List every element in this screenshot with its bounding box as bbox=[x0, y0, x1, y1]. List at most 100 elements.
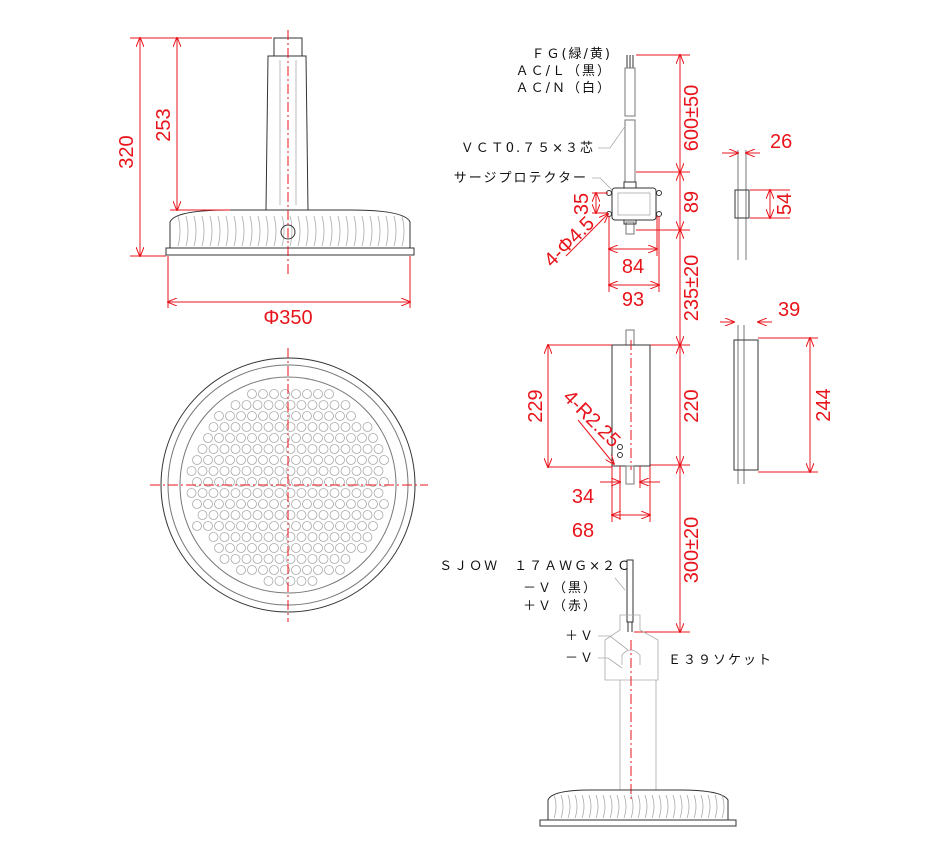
led-dot bbox=[285, 510, 296, 520]
led-dot bbox=[280, 411, 290, 421]
dim-253: 253 bbox=[153, 38, 230, 210]
heatsink-fin bbox=[177, 215, 181, 247]
led-dot bbox=[313, 411, 323, 421]
led-dot bbox=[203, 499, 213, 509]
led-dot bbox=[296, 444, 307, 454]
led-dot bbox=[318, 532, 329, 542]
led-dot bbox=[225, 521, 235, 531]
led-dot bbox=[280, 477, 290, 487]
led-dot bbox=[219, 488, 230, 498]
led-dot bbox=[335, 521, 345, 531]
dim-229-label: 229 bbox=[525, 389, 547, 422]
led-dot bbox=[241, 444, 252, 454]
led-dot bbox=[225, 433, 235, 443]
led-dot bbox=[357, 455, 367, 465]
led-dot bbox=[346, 499, 356, 509]
led-dot bbox=[241, 488, 252, 498]
heatsink-fin bbox=[700, 794, 704, 819]
led-dot bbox=[225, 411, 235, 421]
led-dot bbox=[263, 532, 274, 542]
led-dot bbox=[269, 521, 279, 531]
led-dot bbox=[285, 466, 296, 476]
led-dot bbox=[307, 400, 318, 410]
led-dot bbox=[247, 433, 257, 443]
led-dot bbox=[324, 565, 334, 575]
led-dot bbox=[285, 488, 296, 498]
heatsink-fin bbox=[644, 794, 648, 819]
led-dot bbox=[324, 477, 334, 487]
led-dot bbox=[252, 466, 263, 476]
led-dot bbox=[313, 499, 323, 509]
heatsink-fin bbox=[233, 215, 237, 247]
led-dot bbox=[269, 389, 279, 399]
heatsink-fin bbox=[616, 794, 620, 819]
dim-26-label: 26 bbox=[770, 131, 792, 153]
led-dot bbox=[307, 466, 318, 476]
led-dot bbox=[329, 554, 340, 564]
led-dot bbox=[236, 455, 246, 465]
led-dot bbox=[230, 488, 241, 498]
led-dot bbox=[230, 510, 241, 520]
lamp-side-view bbox=[165, 30, 415, 275]
heatsink-fin bbox=[721, 794, 725, 819]
led-dot bbox=[236, 565, 246, 575]
led-dot bbox=[214, 411, 224, 421]
heatsink-fin bbox=[249, 215, 253, 247]
heatsink-fin bbox=[225, 215, 229, 247]
led-dot bbox=[192, 499, 202, 509]
label-fg: ＦＧ(緑/黄) bbox=[531, 47, 612, 62]
led-dot bbox=[318, 554, 329, 564]
led-dot bbox=[247, 455, 257, 465]
led-dot bbox=[307, 576, 318, 586]
led-dot bbox=[258, 543, 268, 553]
led-dot bbox=[230, 422, 241, 432]
led-dot bbox=[247, 477, 257, 487]
led-dot bbox=[340, 532, 351, 542]
led-dot bbox=[291, 433, 301, 443]
led-dot bbox=[296, 422, 307, 432]
heatsink-fin bbox=[185, 215, 189, 247]
heatsink-fin bbox=[672, 794, 676, 819]
led-dot bbox=[263, 400, 274, 410]
led-dot bbox=[313, 565, 323, 575]
led-dot bbox=[313, 433, 323, 443]
dim-39-label: 39 bbox=[778, 299, 800, 321]
led-dot bbox=[368, 455, 378, 465]
heatsink-fin bbox=[588, 794, 592, 819]
led-dot bbox=[252, 554, 263, 564]
led-dot bbox=[351, 510, 362, 520]
led-dot bbox=[291, 565, 301, 575]
led-dot bbox=[357, 499, 367, 509]
led-dot bbox=[346, 477, 356, 487]
dim-600-label: 600±50 bbox=[681, 85, 703, 152]
dim-chain: 600±50 89 235±20 220 300±20 bbox=[634, 55, 703, 632]
led-dot bbox=[230, 444, 241, 454]
led-dot bbox=[285, 532, 296, 542]
led-dot bbox=[368, 499, 378, 509]
led-dot bbox=[302, 433, 312, 443]
led-dot bbox=[368, 521, 378, 531]
led-dot bbox=[247, 411, 257, 421]
heatsink-fin bbox=[257, 215, 261, 247]
led-dot bbox=[263, 510, 274, 520]
dim-300-label: 300±20 bbox=[681, 517, 703, 584]
led-dot bbox=[362, 422, 373, 432]
label-socket: Ｅ３９ソケット bbox=[668, 653, 773, 668]
led-dot bbox=[241, 400, 252, 410]
heatsink-fin bbox=[651, 794, 655, 819]
led-dot bbox=[340, 466, 351, 476]
surge-protector bbox=[606, 181, 662, 225]
led-dot bbox=[208, 466, 219, 476]
led-dot bbox=[313, 455, 323, 465]
led-dot bbox=[263, 444, 274, 454]
dim-phi350: Φ350 bbox=[168, 256, 410, 329]
heatsink-fin bbox=[401, 215, 405, 247]
led-dot bbox=[186, 466, 197, 476]
led-dot bbox=[247, 543, 257, 553]
heatsink-fin bbox=[567, 794, 571, 819]
led-dot bbox=[357, 433, 367, 443]
led-dot bbox=[307, 488, 318, 498]
label-pos-red: ＋Ｖ（赤） bbox=[523, 599, 598, 614]
led-dot bbox=[335, 411, 345, 421]
